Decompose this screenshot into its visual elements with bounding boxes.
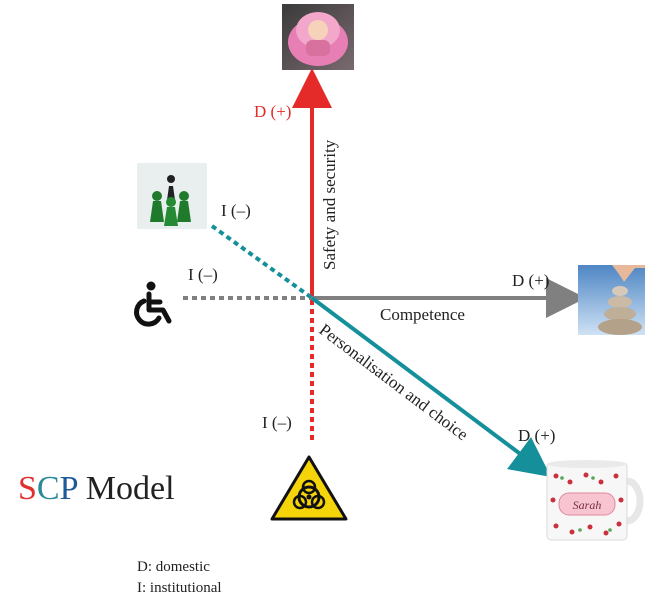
personalisation-negative-label: I (–) (221, 201, 251, 220)
title-letter-s: S (18, 470, 37, 507)
scp-model-title: SCP Model (18, 470, 175, 508)
biohazard-sign (270, 455, 348, 521)
title-letter-p: P (59, 470, 78, 507)
competence-axis-name: Competence (380, 305, 465, 324)
personalisation-positive-label: D (+) (518, 426, 556, 445)
legend-institutional: I: institutional (137, 580, 222, 596)
safety-positive-label: D (+) (254, 102, 292, 121)
wheelchair-icon (134, 281, 172, 327)
competence-positive-label: D (+) (512, 271, 550, 290)
safety-negative-label: I (–) (262, 413, 292, 432)
title-rest: Model (77, 470, 175, 507)
competence-negative-label: I (–) (188, 265, 218, 284)
balancing-stones-photo (578, 265, 645, 335)
safety-axis-name: Safety and security (320, 139, 339, 270)
personalisation-axis-name: Personalisation and choice (316, 320, 472, 444)
personalisation-axis-negative (210, 224, 314, 300)
personalised-mug-photo: Sarah (546, 460, 644, 541)
game-pawns-photo (137, 163, 207, 229)
title-letter-c: C (36, 470, 60, 507)
child-car-seat-photo (282, 4, 354, 70)
personalisation-axis-positive (310, 296, 552, 477)
legend-domestic: D: domestic (137, 559, 210, 575)
mug-name-text: Sarah (573, 498, 602, 512)
